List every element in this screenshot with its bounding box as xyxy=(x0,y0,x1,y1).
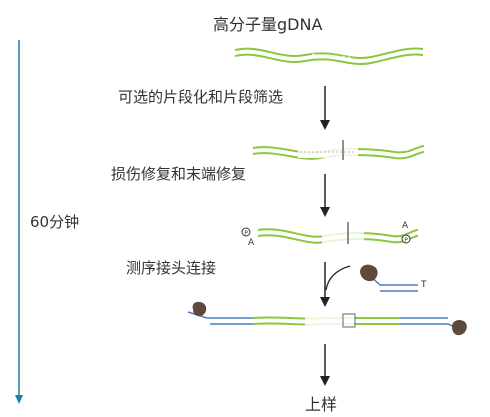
t-overhang-label: T xyxy=(420,280,427,290)
adapter-join-curve xyxy=(325,265,351,291)
end-repaired-gap xyxy=(322,228,364,244)
phosphate-right-label: P xyxy=(404,237,408,244)
motor-protein-left xyxy=(192,301,207,317)
step-adapter-ligation-label: 测序接头连接 xyxy=(126,259,217,277)
fragment-ends xyxy=(300,140,356,160)
ligation-junction xyxy=(342,313,356,328)
step-repair-label: 损伤修复和末端修复 xyxy=(111,165,247,183)
a-tail-left: A xyxy=(248,238,255,248)
motor-protein-right xyxy=(452,319,467,336)
gdna-double-strand xyxy=(234,47,424,66)
ligated-library xyxy=(187,301,467,336)
motor-protein-adapter xyxy=(360,264,378,282)
phosphate-left-label: P xyxy=(244,230,248,237)
step-loading-label: 上样 xyxy=(305,395,338,414)
phosphate-right: P xyxy=(401,234,411,244)
a-tail-right: A xyxy=(402,221,409,231)
timeline-duration-label: 60分钟 xyxy=(30,213,80,231)
step-fragmentation-label: 可选的片段化和片段筛选 xyxy=(118,88,284,106)
diagram-title: 高分子量gDNA xyxy=(213,15,323,34)
sequencing-adapter: T xyxy=(360,264,427,292)
phosphate-left: P xyxy=(241,227,251,237)
